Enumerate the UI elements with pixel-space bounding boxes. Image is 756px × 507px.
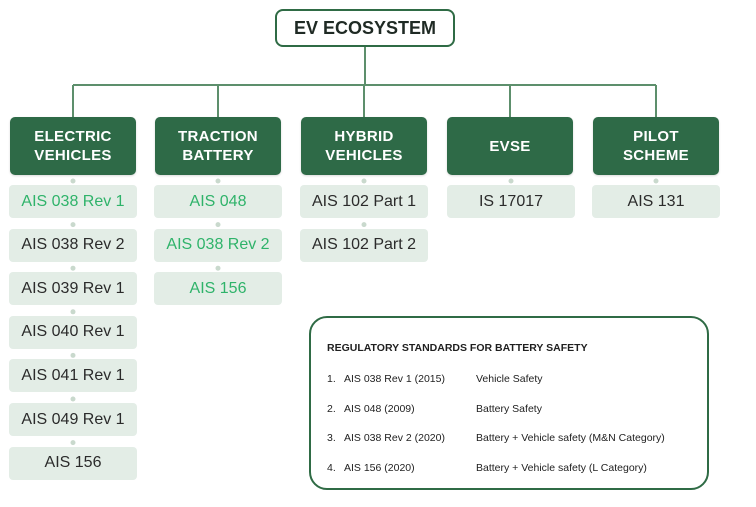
standard-chip: AIS 039 Rev 1 [9,272,137,306]
connector-dot [70,396,76,402]
row-number: 2. [327,403,336,415]
standard-chip: IS 17017 [447,185,575,218]
connector-dot [361,222,367,228]
connector-dot [508,178,514,184]
row-number: 1. [327,373,336,385]
standard-chip: AIS 156 [154,272,282,306]
connector-dot [215,265,221,271]
standard-chip: AIS 049 Rev 1 [9,403,137,436]
panel-title: REGULATORY STANDARDS FOR BATTERY SAFETY [327,342,588,354]
row-standard: AIS 156 (2020) [344,462,415,474]
category-header: PILOT SCHEME [593,117,719,175]
connector-dot [70,440,76,446]
standard-chip: AIS 102 Part 2 [300,228,428,262]
ev-ecosystem-root-node: EV ECOSYSTEM [275,9,455,47]
connector-dot [70,309,76,315]
category-header: TRACTION BATTERY [155,117,281,175]
connector-dot [215,178,221,184]
category-header: HYBRID VEHICLES [301,117,427,175]
standard-chip: AIS 038 Rev 2 [9,228,137,262]
row-number: 3. [327,432,336,444]
row-description: Battery + Vehicle safety (L Category) [476,462,647,474]
standard-chip: AIS 041 Rev 1 [9,359,137,393]
row-standard: AIS 038 Rev 1 (2015) [344,373,445,385]
row-number: 4. [327,462,336,474]
standard-chip: AIS 102 Part 1 [300,185,428,218]
standard-chip: AIS 038 Rev 1 [9,185,137,218]
row-standard: AIS 048 (2009) [344,403,415,415]
connector-dot [215,222,221,228]
battery-safety-standards-panel: REGULATORY STANDARDS FOR BATTERY SAFETY … [309,316,709,490]
connector-dot [70,352,76,358]
connector-dot [70,222,76,228]
standard-chip: AIS 038 Rev 2 [154,228,282,262]
standard-chip: AIS 131 [592,185,720,218]
row-description: Vehicle Safety [476,373,543,385]
standard-chip: AIS 156 [9,446,137,480]
standard-chip: AIS 048 [154,185,282,218]
category-header: ELECTRIC VEHICLES [10,117,136,175]
row-description: Battery Safety [476,403,542,415]
row-description: Battery + Vehicle safety (M&N Category) [476,432,665,444]
root-title: EV ECOSYSTEM [293,17,437,38]
connector-dot [70,265,76,271]
connector-dot [653,178,659,184]
category-header: EVSE [447,117,573,175]
standard-chip: AIS 040 Rev 1 [9,315,137,349]
connector-dot [361,178,367,184]
connector-dot [70,178,76,184]
row-standard: AIS 038 Rev 2 (2020) [344,432,445,444]
